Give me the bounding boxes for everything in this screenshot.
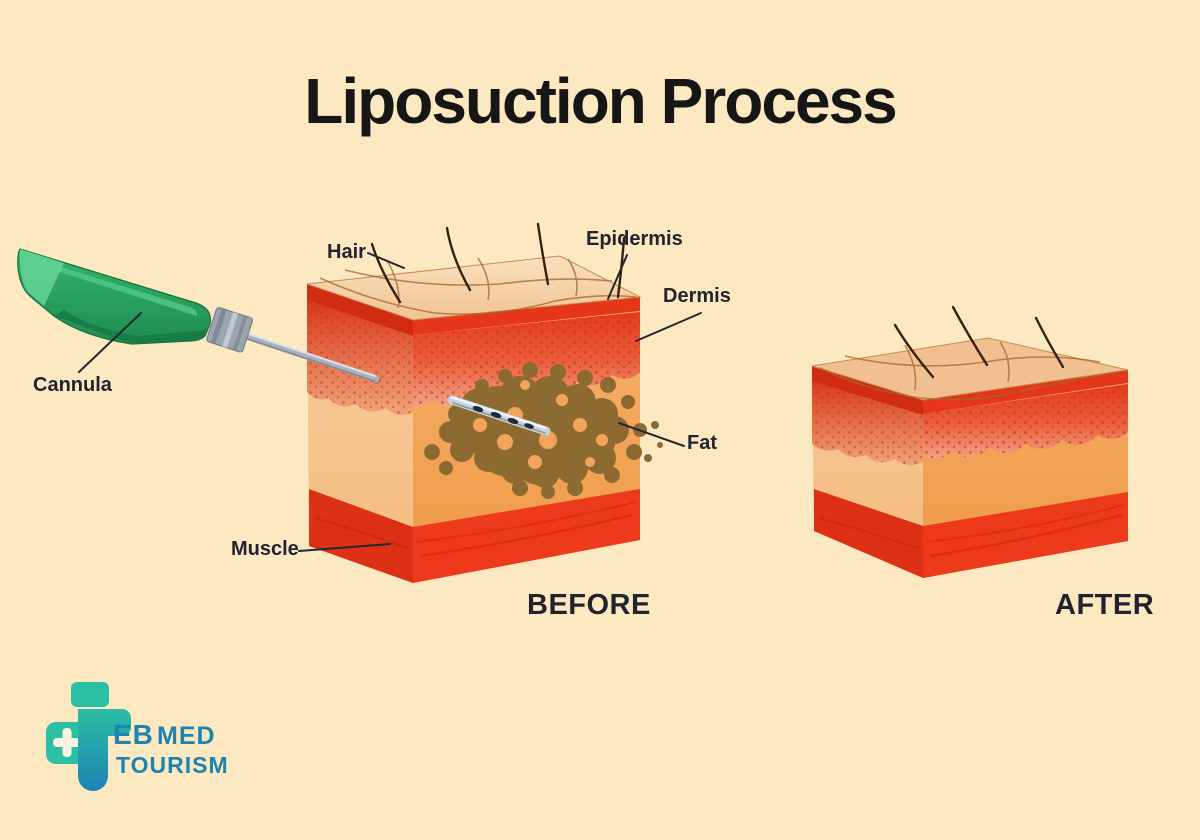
cannula-instrument — [17, 248, 381, 384]
logo-word-eb: EB — [113, 719, 154, 750]
after-skin-block — [811, 305, 1129, 578]
caption-after: AFTER — [1055, 589, 1155, 621]
cannula-hub — [206, 307, 254, 353]
logo-word-tourism: TOURISM — [116, 752, 229, 778]
label-cannula: Cannula — [33, 374, 112, 396]
hair-strands — [370, 222, 626, 304]
logo-cap — [71, 682, 109, 707]
muscle-pointer-line — [298, 543, 391, 552]
dermis-pointer-line — [635, 312, 702, 342]
fat-pointer-line — [618, 422, 685, 447]
skin-quilt-lines — [819, 341, 1125, 401]
label-dermis: Dermis — [663, 285, 731, 307]
muscle-texture — [819, 504, 1125, 558]
skin-quilt-lines — [319, 257, 637, 315]
label-fat: Fat — [687, 432, 717, 454]
hair-pointer-line — [367, 252, 405, 269]
hair-strands — [893, 305, 1065, 379]
muscle-texture — [315, 501, 637, 558]
label-hair: Hair — [327, 241, 366, 263]
cannula-pointer-line — [78, 312, 142, 373]
teb-med-tourism-logo-icon — [46, 682, 131, 791]
logo-word-med: MED — [157, 722, 216, 750]
page-title: Liposuction Process — [304, 65, 897, 137]
logo-t-mark — [78, 709, 131, 791]
before-skin-block — [306, 222, 663, 583]
cannula-tip — [447, 395, 551, 436]
cannula-handle — [17, 248, 212, 345]
label-epidermis: Epidermis — [586, 228, 683, 250]
label-muscle: Muscle — [231, 538, 299, 560]
epidermis-pointer-line — [607, 254, 628, 300]
caption-before: BEFORE — [527, 589, 651, 621]
